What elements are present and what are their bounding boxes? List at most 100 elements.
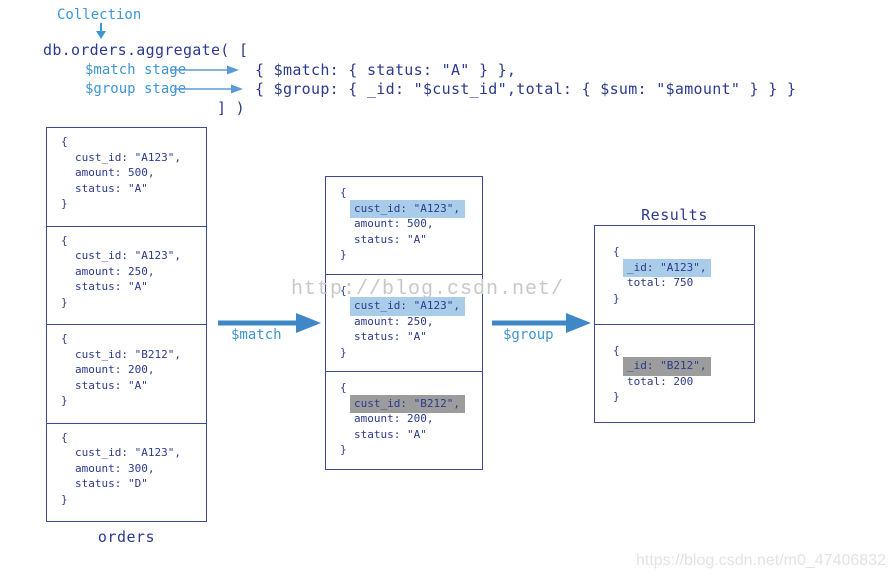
document-line-text: status: "A" [75, 280, 148, 293]
document-line: cust_id: "A123", [326, 199, 482, 218]
document-line-text: total: 750 [627, 276, 694, 289]
document-line-text: } [340, 443, 347, 457]
document-line: { [47, 233, 206, 249]
document-line-text: cust_id: "B212", [75, 347, 181, 361]
document-line-text: { [340, 381, 347, 395]
match-arrow-icon [218, 313, 321, 333]
document-cell: { cust_id: "A123", amount: 250, status: "A"… [47, 225, 206, 325]
document-line-text: { [613, 245, 620, 258]
document-line-text: status: "A" [354, 330, 427, 344]
document-line: { [47, 134, 206, 150]
group-arrow-label: $group [503, 327, 554, 343]
match-stage-pointer-arrow-icon [170, 65, 239, 75]
collection-label: Collection [57, 7, 142, 23]
document-line: { [326, 185, 482, 201]
document-line-highlight: cust_id: "A123", [350, 199, 465, 218]
document-line: } [47, 492, 206, 508]
results-box: {_id: "A123",total: 750}{_id: "B212",tot… [594, 225, 755, 423]
document-line: } [595, 389, 754, 405]
document-line-text: } [340, 345, 347, 359]
code-aggregate-close: ] ) [217, 99, 245, 117]
document-line: amount: 250, [326, 314, 482, 330]
document-line-text: } [613, 390, 620, 403]
document-line-text: amount: 500, [75, 166, 155, 179]
document-line: amount: 500, [47, 165, 206, 181]
document-line: total: 750 [595, 275, 754, 291]
document-line-text: { [61, 332, 68, 345]
document-line-text: amount: 300, [75, 461, 155, 475]
document-line-text: } [340, 248, 347, 261]
document-line: status: "A" [47, 181, 206, 197]
document-line-text: status: "A" [354, 427, 427, 441]
document-line-text: } [61, 394, 68, 407]
code-group-stage: { $group: { _id: "$cust_id",total: { $su… [255, 80, 797, 98]
document-cell: {cust_id: "A123",amount: 250, status: "A"… [326, 273, 482, 372]
group-stage-pointer-arrow-icon [174, 84, 243, 94]
document-line: status: "A" [326, 329, 482, 345]
document-line-text: amount: 250, [75, 264, 155, 278]
document-line-text: cust_id: "A123", [75, 446, 181, 459]
document-line: } [595, 291, 754, 307]
document-line: { [326, 380, 482, 396]
document-line-text: cust_id: "A123", [75, 249, 181, 262]
orders-collection-box: { cust_id: "A123", amount: 500, status: "A"… [46, 127, 207, 522]
arrow-down-icon [96, 23, 106, 39]
document-cell: { cust_id: "B212", amount: 200, status: "A"… [47, 324, 206, 423]
document-line: { [595, 343, 754, 359]
document-cell: { cust_id: "A123", amount: 300, status: "D"… [47, 422, 206, 522]
watermark-corner: https://blog.csdn.net/m0_47406832 [636, 552, 886, 569]
document-line-text: { [340, 283, 347, 297]
document-line-text: } [61, 197, 68, 210]
document-line: } [326, 345, 482, 361]
document-line: amount: 200, [326, 411, 482, 427]
document-line-text: { [340, 186, 347, 199]
document-line-text: amount: 500, [354, 217, 434, 230]
document-line: status: "A" [47, 279, 206, 295]
document-line-text: amount: 200, [75, 363, 155, 376]
document-line: cust_id: "B212", [326, 394, 482, 414]
document-line-text: status: "A" [75, 378, 148, 392]
document-line: { [47, 331, 206, 347]
group-stage-label: $group stage [85, 81, 187, 97]
document-line: { [326, 283, 482, 299]
document-line-text: cust_id: "A123", [75, 150, 181, 164]
document-cell: {cust_id: "A123",amount: 500, status: "A"… [326, 177, 482, 274]
document-cell: {_id: "A123",total: 750} [595, 226, 754, 324]
matched-documents-box: {cust_id: "A123",amount: 500,status: "A"… [325, 176, 483, 470]
document-line: status: "A" [326, 427, 482, 443]
code-match-stage: { $match: { status: "A" } }, [255, 61, 517, 79]
document-line-text: } [61, 492, 68, 506]
document-line: } [326, 247, 482, 263]
group-arrow-icon [492, 313, 591, 333]
document-line-text: total: 200 [627, 374, 694, 388]
document-line: status: "D" [47, 476, 206, 492]
document-line-highlight: cust_id: "B212", [350, 394, 465, 414]
document-line: cust_id: "A123", [47, 445, 206, 461]
document-line-text: amount: 250, [354, 314, 434, 328]
document-line-text: status: "A" [75, 181, 148, 195]
document-line-highlight: _id: "A123", [623, 258, 712, 277]
orders-box-caption: orders [97, 528, 156, 546]
document-line-text: { [61, 233, 68, 247]
document-line: { [47, 430, 206, 446]
document-line: { [595, 244, 754, 260]
document-line-highlight: _id: "B212", [623, 357, 712, 376]
document-line: _id: "B212", [595, 357, 754, 376]
document-line: cust_id: "A123", [47, 150, 206, 166]
match-stage-label: $match stage [85, 62, 187, 78]
document-line-highlight: cust_id: "A123", [350, 297, 465, 316]
document-cell: {_id: "B212",total: 200} [595, 323, 754, 423]
document-line-text: amount: 200, [354, 412, 434, 426]
document-line-text: { [61, 430, 68, 444]
document-line-text: status: "D" [75, 477, 148, 490]
document-line-text: { [613, 343, 620, 357]
results-title: Results [641, 206, 708, 224]
document-line-text: { [61, 135, 68, 148]
document-cell: { cust_id: "A123", amount: 500, status: "A"… [47, 128, 206, 226]
document-line: amount: 250, [47, 264, 206, 280]
document-line: } [47, 295, 206, 311]
document-line: cust_id: "A123", [326, 297, 482, 316]
document-line: cust_id: "A123", [47, 248, 206, 264]
document-line: status: "A" [326, 232, 482, 248]
